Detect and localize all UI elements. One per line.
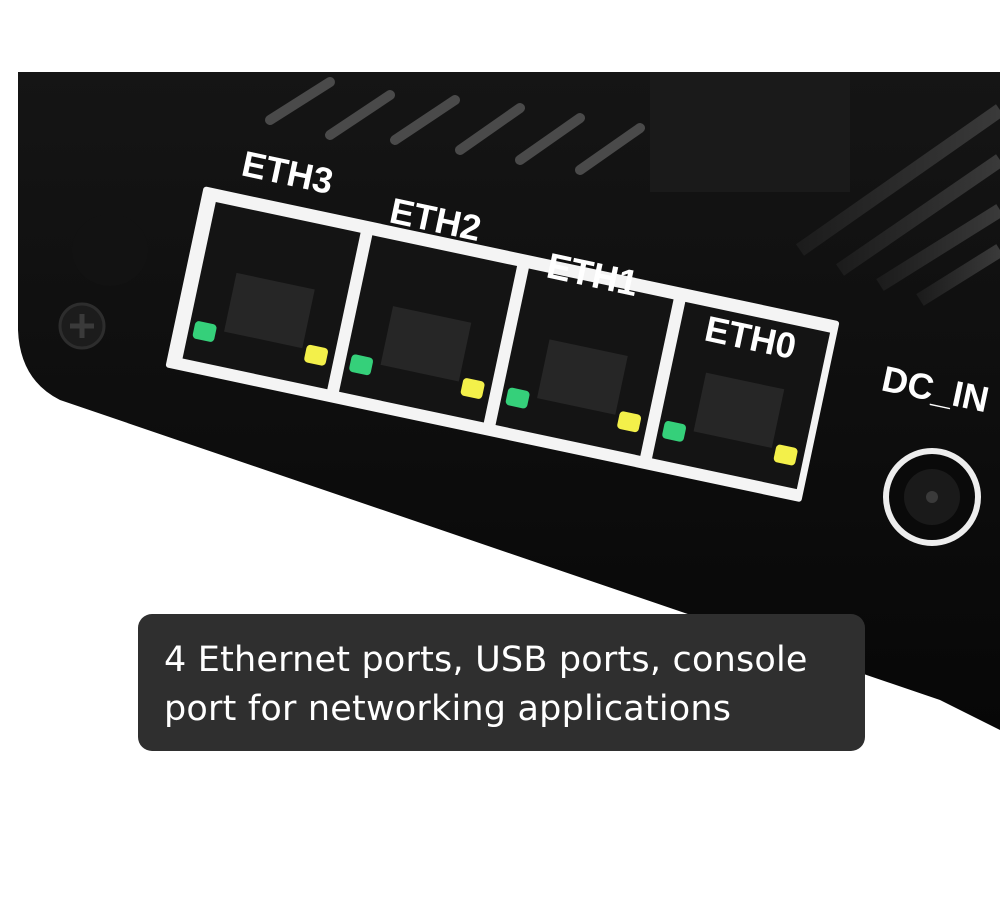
side-indent — [72, 214, 148, 286]
ethernet-port-eth1 — [495, 268, 674, 456]
ethernet-port-eth3 — [182, 202, 361, 390]
dc-power-jack — [883, 448, 981, 546]
ethernet-port-eth0 — [652, 301, 831, 490]
heatsink-block — [650, 72, 850, 192]
caption-box: 4 Ethernet ports, USB ports, console por… — [138, 614, 865, 751]
caption-text: 4 Ethernet ports, USB ports, console por… — [164, 640, 808, 729]
screw-cross — [70, 314, 94, 338]
ethernet-port-eth2 — [339, 235, 518, 423]
heatsink-fins — [265, 77, 645, 175]
heatsink-fins-right — [795, 104, 1000, 306]
